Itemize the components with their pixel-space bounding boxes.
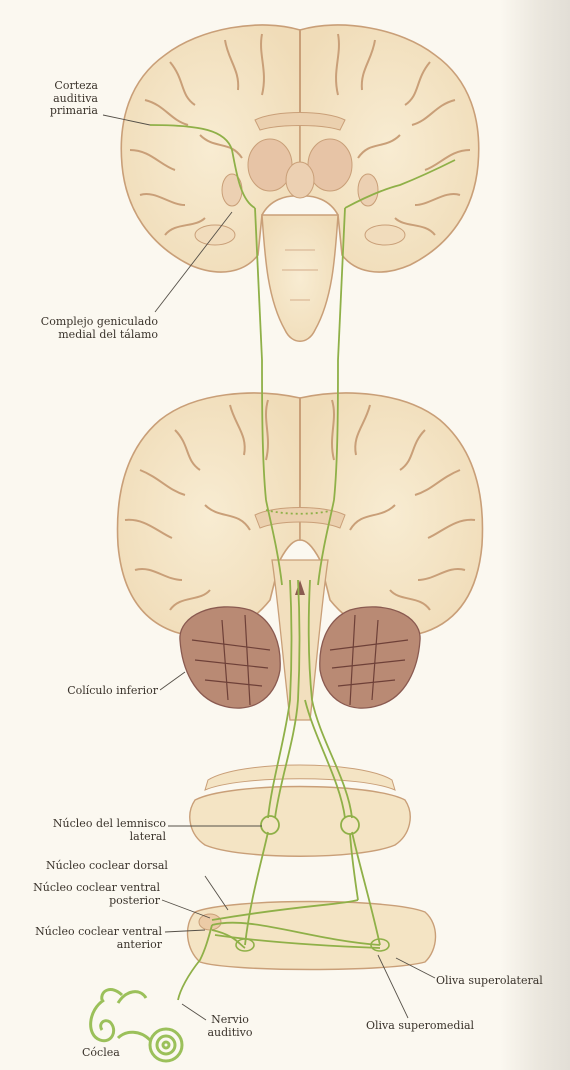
label-posterior-ventral-cochlear-nucleus: Núcleo coclear ventral posterior (2, 882, 160, 907)
label-cochlea: Cóclea (82, 1047, 142, 1060)
pons-section (190, 765, 410, 856)
label-dorsal-cochlear-nucleus: Núcleo coclear dorsal (46, 860, 216, 873)
label-primary-auditory-cortex: Corteza auditiva primaria (18, 80, 98, 118)
upper-brain-section (121, 25, 478, 341)
label-auditory-nerve: Nervio auditivo (195, 1014, 265, 1039)
label-lateral-superior-olive: Oliva superolateral (436, 975, 566, 988)
cerebellum-right (320, 607, 420, 708)
label-medial-superior-olive: Oliva superomedial (366, 1020, 506, 1033)
label-lateral-lemniscus: Núcleo del lemnisco lateral (2, 818, 166, 843)
pons (190, 787, 410, 857)
cerebellum-left (180, 607, 280, 708)
label-anterior-ventral-cochlear-nucleus: Núcleo coclear ventral anterior (2, 926, 162, 951)
label-inferior-colliculus: Colículo inferior (30, 685, 158, 698)
label-medial-geniculate: Complejo geniculado medial del tálamo (6, 316, 158, 341)
upper-brainstem (262, 215, 338, 341)
